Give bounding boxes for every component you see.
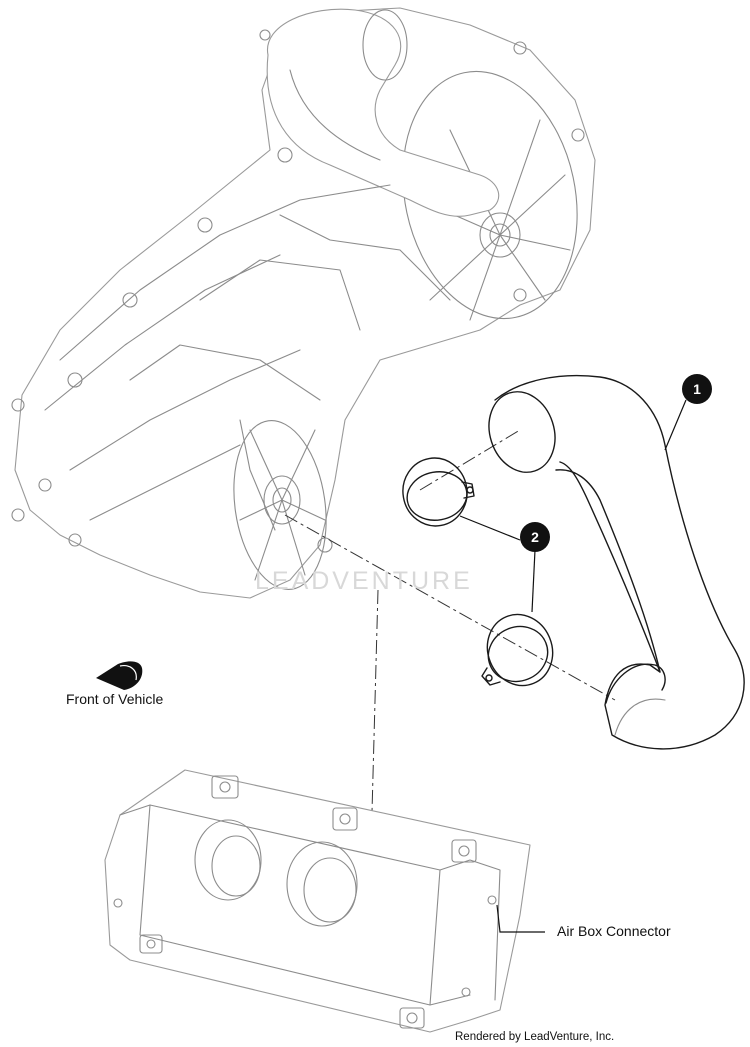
- air-box-connector-label: Air Box Connector: [557, 923, 671, 939]
- leader-2-upper: [459, 515, 521, 541]
- leader-1: [664, 399, 687, 451]
- watermark: LEADVENTURE: [255, 567, 473, 595]
- callout-2: 2: [520, 522, 550, 552]
- cvt-housing: [11, 7, 596, 599]
- centerline-upper: [419, 429, 521, 491]
- leader-air-box: [496, 904, 545, 933]
- part-2-clamp-lower: [481, 613, 554, 687]
- centerline-vertical: [371, 589, 379, 813]
- front-of-vehicle-arrow-icon: [96, 661, 143, 690]
- centerline-group: [284, 429, 616, 813]
- part-2-clamp-upper: [402, 457, 475, 527]
- rendered-by-credit: Rendered by LeadVenture, Inc.: [455, 1031, 615, 1043]
- part-1-intake-duct: [488, 374, 745, 750]
- callout-leaders: [459, 399, 687, 933]
- callout-1-number: 1: [693, 381, 701, 397]
- leader-2-lower: [531, 549, 536, 613]
- air-box-connector: [104, 769, 531, 1033]
- callout-2-number: 2: [531, 529, 539, 545]
- callout-1: 1: [682, 374, 712, 404]
- centerline-main: [284, 514, 616, 701]
- front-of-vehicle-label: Front of Vehicle: [66, 691, 164, 707]
